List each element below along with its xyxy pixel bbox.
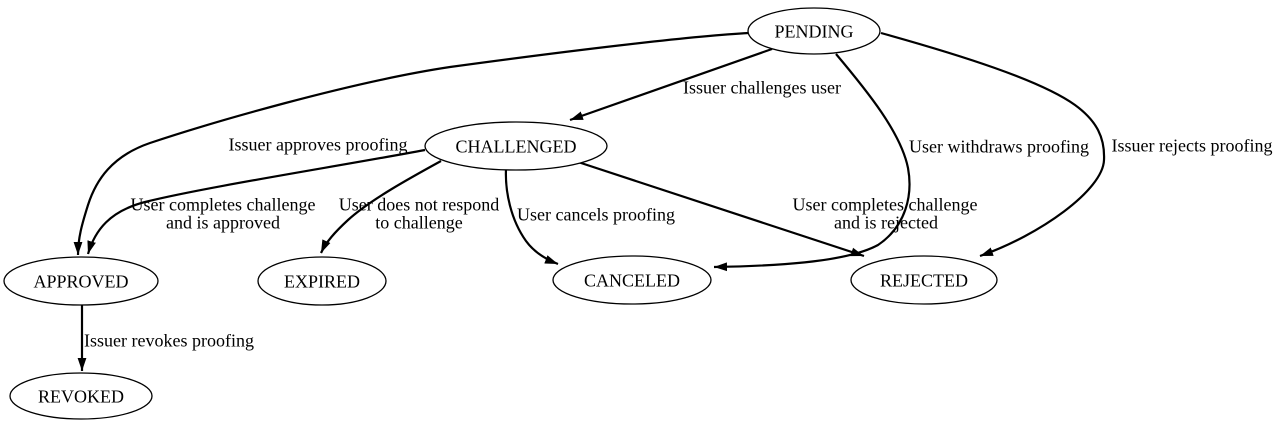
node-rejected: REJECTED — [850, 255, 998, 305]
edge-challenged-expired: User does not respond to challenge — [319, 160, 499, 254]
edge-pending-challenged: Issuer challenges user — [569, 47, 841, 122]
edge-label-user-completes-challenge-rejected-line2: and is rejected — [834, 212, 938, 232]
revoked-label: REVOKED — [38, 386, 124, 406]
pending-canceled-arrow — [713, 53, 911, 272]
expired-label: EXPIRED — [284, 271, 360, 291]
pending-label: PENDING — [775, 21, 854, 41]
rejected-label: REJECTED — [880, 270, 968, 290]
approved-label: APPROVED — [33, 271, 128, 291]
challenged-canceled-arrow — [504, 168, 559, 266]
pending-approved-arrow — [73, 31, 750, 256]
node-pending: PENDING — [747, 7, 881, 55]
node-canceled: CANCELED — [552, 255, 712, 305]
edge-challenged-rejected: User completes challenge and is rejected — [577, 160, 978, 258]
edge-challenged-approved: User completes challenge and is approved — [86, 148, 426, 255]
edge-label-issuer-challenges-user: Issuer challenges user — [683, 77, 841, 97]
edge-label-issuer-approves-proofing: Issuer approves proofing — [229, 134, 408, 154]
edge-challenged-canceled: User cancels proofing — [504, 168, 675, 266]
node-approved: APPROVED — [3, 256, 159, 306]
edge-label-user-does-not-respond-line1: User does not respond — [339, 194, 499, 214]
edge-label-user-withdraws-proofing: User withdraws proofing — [909, 136, 1089, 156]
edge-label-user-completes-challenge-approved-line1: User completes challenge — [131, 194, 316, 214]
node-revoked: REVOKED — [9, 372, 153, 420]
edge-pending-approved: Issuer approves proofing — [73, 31, 750, 256]
challenged-label: CHALLENGED — [456, 136, 577, 156]
canceled-label: CANCELED — [584, 270, 680, 290]
edge-label-user-completes-challenge-rejected-line1: User completes challenge — [793, 194, 978, 214]
edge-label-user-completes-challenge-approved-line2: and is approved — [166, 212, 280, 232]
challenged-expired-arrow — [319, 160, 442, 254]
revoked-ellipse — [9, 372, 153, 420]
edge-label-issuer-rejects-proofing: Issuer rejects proofing — [1112, 135, 1273, 155]
node-challenged: CHALLENGED — [424, 121, 608, 171]
challenged-ellipse — [424, 121, 608, 171]
canceled-ellipse — [552, 255, 712, 305]
edge-label-user-does-not-respond-line2: to challenge — [375, 212, 462, 232]
pending-rejected-arrow — [880, 31, 1106, 258]
edge-pending-canceled: User withdraws proofing — [713, 53, 1089, 272]
challenged-approved-arrow — [86, 148, 426, 255]
pending-challenged-arrow — [569, 47, 773, 122]
edge-label-issuer-revokes-proofing: Issuer revokes proofing — [84, 330, 254, 350]
challenged-rejected-arrow — [577, 160, 865, 258]
rejected-ellipse — [850, 255, 998, 305]
edge-approved-revoked: Issuer revokes proofing — [77, 305, 254, 371]
edge-pending-rejected: Issuer rejects proofing — [880, 31, 1273, 258]
pending-ellipse — [747, 7, 881, 55]
node-expired: EXPIRED — [257, 256, 387, 306]
edge-label-user-cancels-proofing: User cancels proofing — [517, 204, 675, 224]
approved-ellipse — [3, 256, 159, 306]
expired-ellipse — [257, 256, 387, 306]
